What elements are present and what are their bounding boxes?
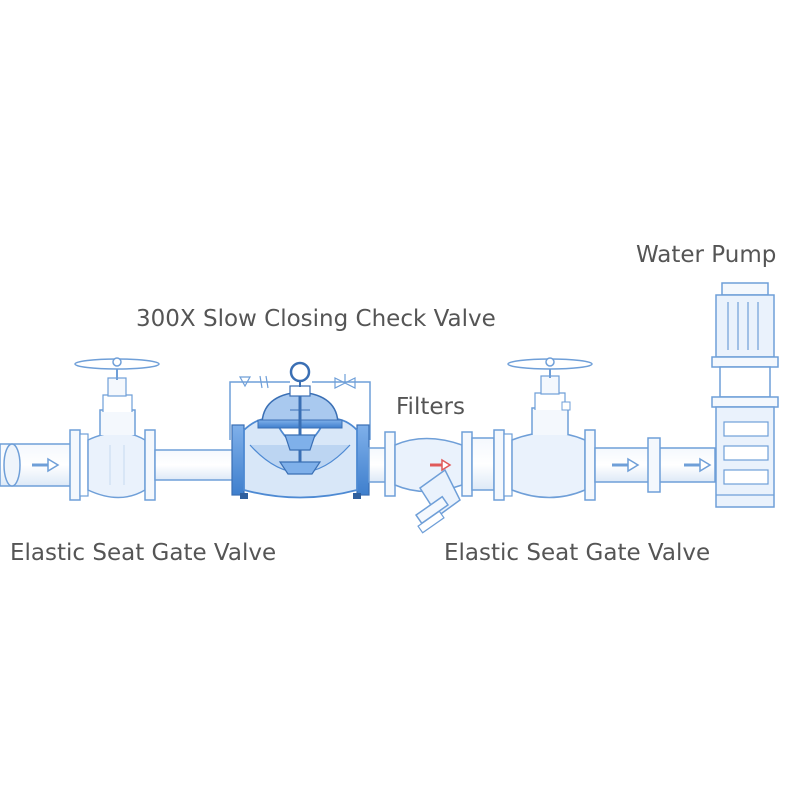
gate-valve-left-icon <box>69 357 160 501</box>
pipe-segment <box>154 449 236 481</box>
inlet-pipe <box>0 443 73 487</box>
water-pump-label: Water Pump <box>636 242 777 268</box>
filter-icon <box>384 431 473 534</box>
flow-arrow-icon <box>684 457 712 473</box>
filters-label: Filters <box>396 394 465 420</box>
gate-valve-right-icon <box>471 357 596 501</box>
check-valve-icon <box>229 361 371 499</box>
gate-valve-right-label: Elastic Seat Gate Valve <box>444 540 711 566</box>
water-pump-icon <box>711 282 779 508</box>
check-valve-label: 300X Slow Closing Check Valve <box>136 306 496 332</box>
flow-arrow-red-icon <box>430 458 452 472</box>
gate-valve-left-label: Elastic Seat Gate Valve <box>10 540 277 566</box>
flow-arrow-icon <box>612 457 640 473</box>
flow-arrow-icon <box>32 457 60 473</box>
